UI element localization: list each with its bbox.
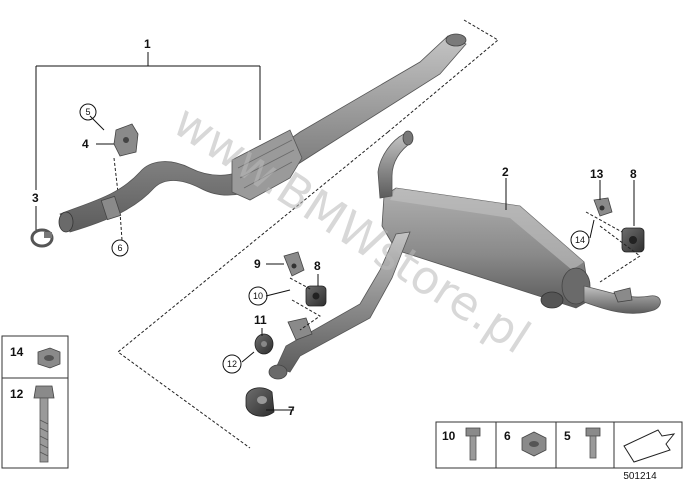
front-mount-dashed-line (113, 157, 123, 241)
circled-callout-10: 10 (248, 286, 268, 306)
circled-callout-6: 6 (111, 239, 129, 257)
callout-8-upper: 8 (630, 167, 637, 181)
svg-text:6: 6 (117, 243, 122, 253)
pipe-clamp-icon (30, 228, 54, 248)
svg-text:10: 10 (253, 291, 263, 301)
legend-bottom-6: 6 (504, 429, 511, 443)
bolt-small-icon (465, 427, 481, 461)
flange-nut-icon (521, 431, 547, 457)
direction-arrow-icon (623, 429, 676, 463)
callout-3: 3 (32, 191, 39, 205)
circled-callout-5: 5 (79, 103, 97, 121)
hanger-bracket-icon (113, 123, 139, 157)
rubber-mount-7-icon (245, 387, 275, 417)
leader-lines (35, 52, 635, 411)
rubber-mount-11-icon (254, 333, 274, 355)
front-pipe-with-catalyst (58, 33, 467, 233)
dashed-mount-lines-middle (289, 277, 321, 331)
svg-text:5: 5 (85, 107, 90, 117)
legend-bottom-5: 5 (564, 429, 571, 443)
callout-7: 7 (288, 404, 295, 418)
callout-1: 1 (144, 37, 151, 51)
bracket-13-icon (593, 197, 613, 217)
callout-8-middle: 8 (314, 259, 321, 273)
svg-text:14: 14 (575, 235, 585, 245)
legend-left-12: 12 (10, 387, 24, 401)
callout-13: 13 (590, 167, 604, 181)
rear-system-dashed-outline (117, 19, 499, 449)
legend-bottom: 10 6 5 (435, 421, 683, 469)
diagram-reference-number: 501214 (623, 471, 657, 482)
callout-2: 2 (502, 165, 509, 179)
legend-bottom-10: 10 (442, 429, 456, 443)
rubber-mount-8-icon (305, 285, 327, 307)
callout-4: 4 (82, 137, 89, 151)
legend-left: 14 12 (1, 335, 69, 469)
rubber-mount-icon (621, 227, 645, 253)
bolt-icon (33, 385, 55, 463)
rear-muffler (268, 130, 661, 380)
callout-11: 11 (254, 313, 267, 327)
nut-icon (37, 347, 61, 369)
legend-left-14: 14 (10, 345, 24, 359)
dashed-mount-lines-right (585, 211, 641, 283)
svg-text:12: 12 (227, 359, 237, 369)
bracket-9-icon (283, 251, 305, 277)
screw-icon (585, 427, 601, 459)
circled-callout-14: 14 (570, 230, 590, 250)
callout-9: 9 (254, 257, 261, 271)
circled-callout-12: 12 (222, 354, 242, 374)
